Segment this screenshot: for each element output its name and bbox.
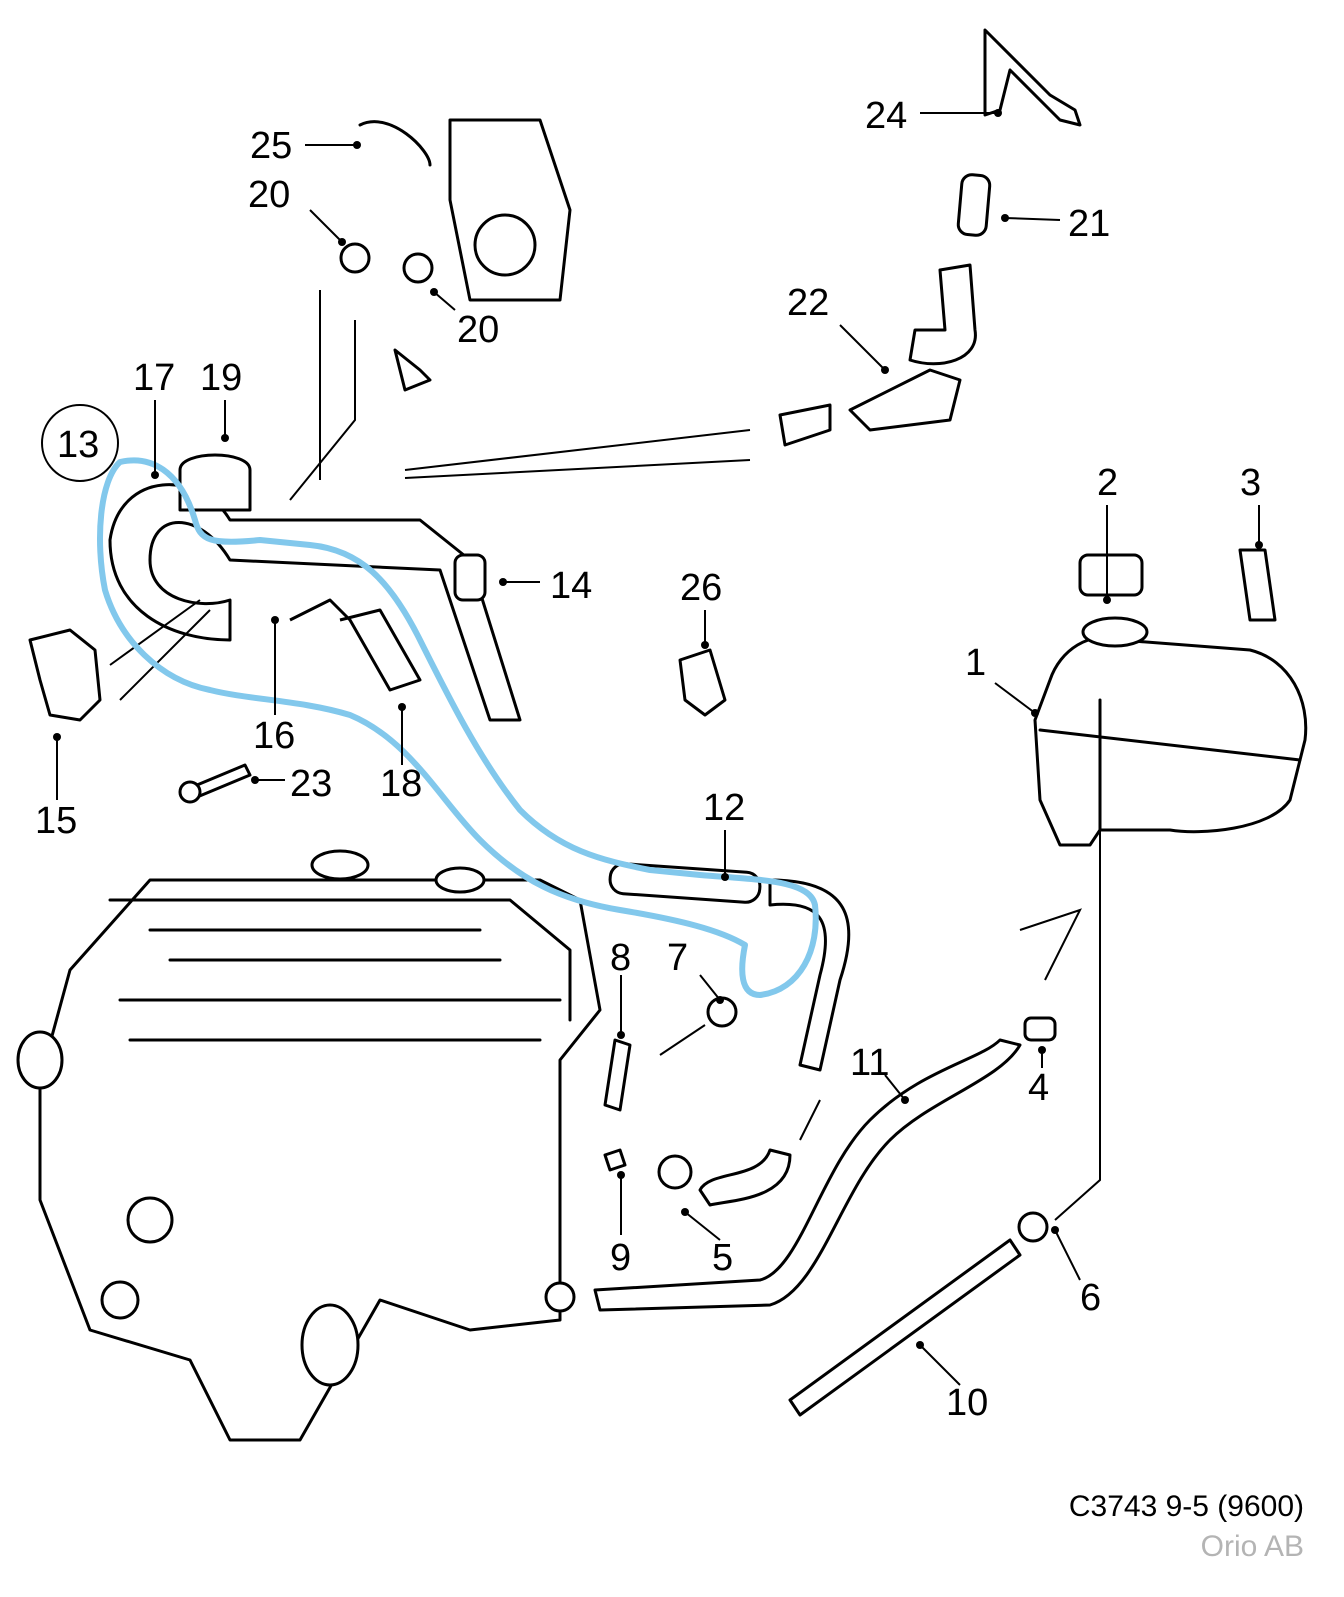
bracket-3: [1238, 548, 1277, 622]
callout-18: 18: [380, 763, 422, 805]
callout-26: 26: [680, 567, 722, 609]
leader-lines: [109, 290, 1101, 1221]
expansion-tank: [1033, 548, 1308, 847]
callout-23: 23: [290, 763, 332, 805]
hose-12: [608, 862, 762, 904]
hose-22-elbow: [908, 263, 977, 366]
filter-14: [453, 553, 487, 602]
hose-10: [788, 1238, 1022, 1417]
brand-label: Orio AB: [1200, 1530, 1304, 1563]
valve-15: [28, 628, 102, 722]
clamp-6: [1017, 1211, 1049, 1243]
diagram-code: C3743 9-5 (9600): [1068, 1490, 1304, 1523]
callout-6: 6: [1080, 1277, 1101, 1319]
callout-20b: 20: [457, 309, 499, 351]
callout-15: 15: [35, 800, 77, 842]
callout-22: 22: [787, 282, 829, 324]
hose-21: [956, 173, 992, 237]
callout-11: 11: [850, 1042, 889, 1084]
callout-17: 17: [133, 357, 175, 399]
components: [28, 118, 1057, 1313]
tee-small: [393, 348, 432, 392]
callout-5: 5: [712, 1237, 733, 1279]
cap-2: [1078, 553, 1144, 597]
callout-1: 1: [965, 642, 986, 684]
hose-11: [593, 1038, 1022, 1312]
strap-25: [358, 120, 432, 167]
hose-break: [778, 403, 832, 447]
callout-20a: 20: [248, 174, 290, 216]
callout-8: 8: [610, 937, 631, 979]
callout-3: 3: [1240, 462, 1261, 504]
clamp-20a: [339, 242, 371, 274]
clamp-9: [603, 1148, 627, 1172]
callout-21: 21: [1068, 203, 1110, 245]
callout-9: 9: [610, 1237, 631, 1279]
highlight-outline: [97, 457, 819, 998]
engine-block: [16, 849, 602, 1442]
hoses: [108, 28, 1082, 1417]
hose-17: [108, 483, 522, 722]
callout-10: 10: [946, 1382, 988, 1424]
callout-leaders: [56, 112, 1260, 1386]
clamp-5: [657, 1154, 693, 1190]
callout-13: 13: [57, 424, 99, 466]
valve-19: [178, 453, 252, 512]
hose-8: [603, 1038, 632, 1112]
clamp-4: [1023, 1016, 1057, 1042]
hose-5-elbow: [698, 1148, 792, 1207]
callout-12: 12: [703, 787, 745, 829]
hose-18: [289, 598, 422, 692]
callout-7: 7: [667, 937, 688, 979]
callout-13-circle: [41, 404, 119, 482]
callout-24: 24: [865, 95, 907, 137]
hose-22: [848, 368, 962, 432]
callout-labels: 1 2 3 4 5 6 7 8 9 10 11 12 13 14 15 16 1…: [35, 95, 1261, 1424]
sensor-26: [678, 648, 727, 717]
callout-14: 14: [550, 565, 592, 607]
callout-16: 16: [253, 715, 295, 757]
clamp-9b: [544, 1281, 576, 1313]
hose-12b: [768, 878, 851, 1072]
callout-19: 19: [200, 357, 242, 399]
clamp-20b: [402, 252, 434, 284]
callout-2: 2: [1097, 462, 1118, 504]
callout-4: 4: [1028, 1067, 1049, 1109]
callout-25: 25: [250, 125, 292, 167]
